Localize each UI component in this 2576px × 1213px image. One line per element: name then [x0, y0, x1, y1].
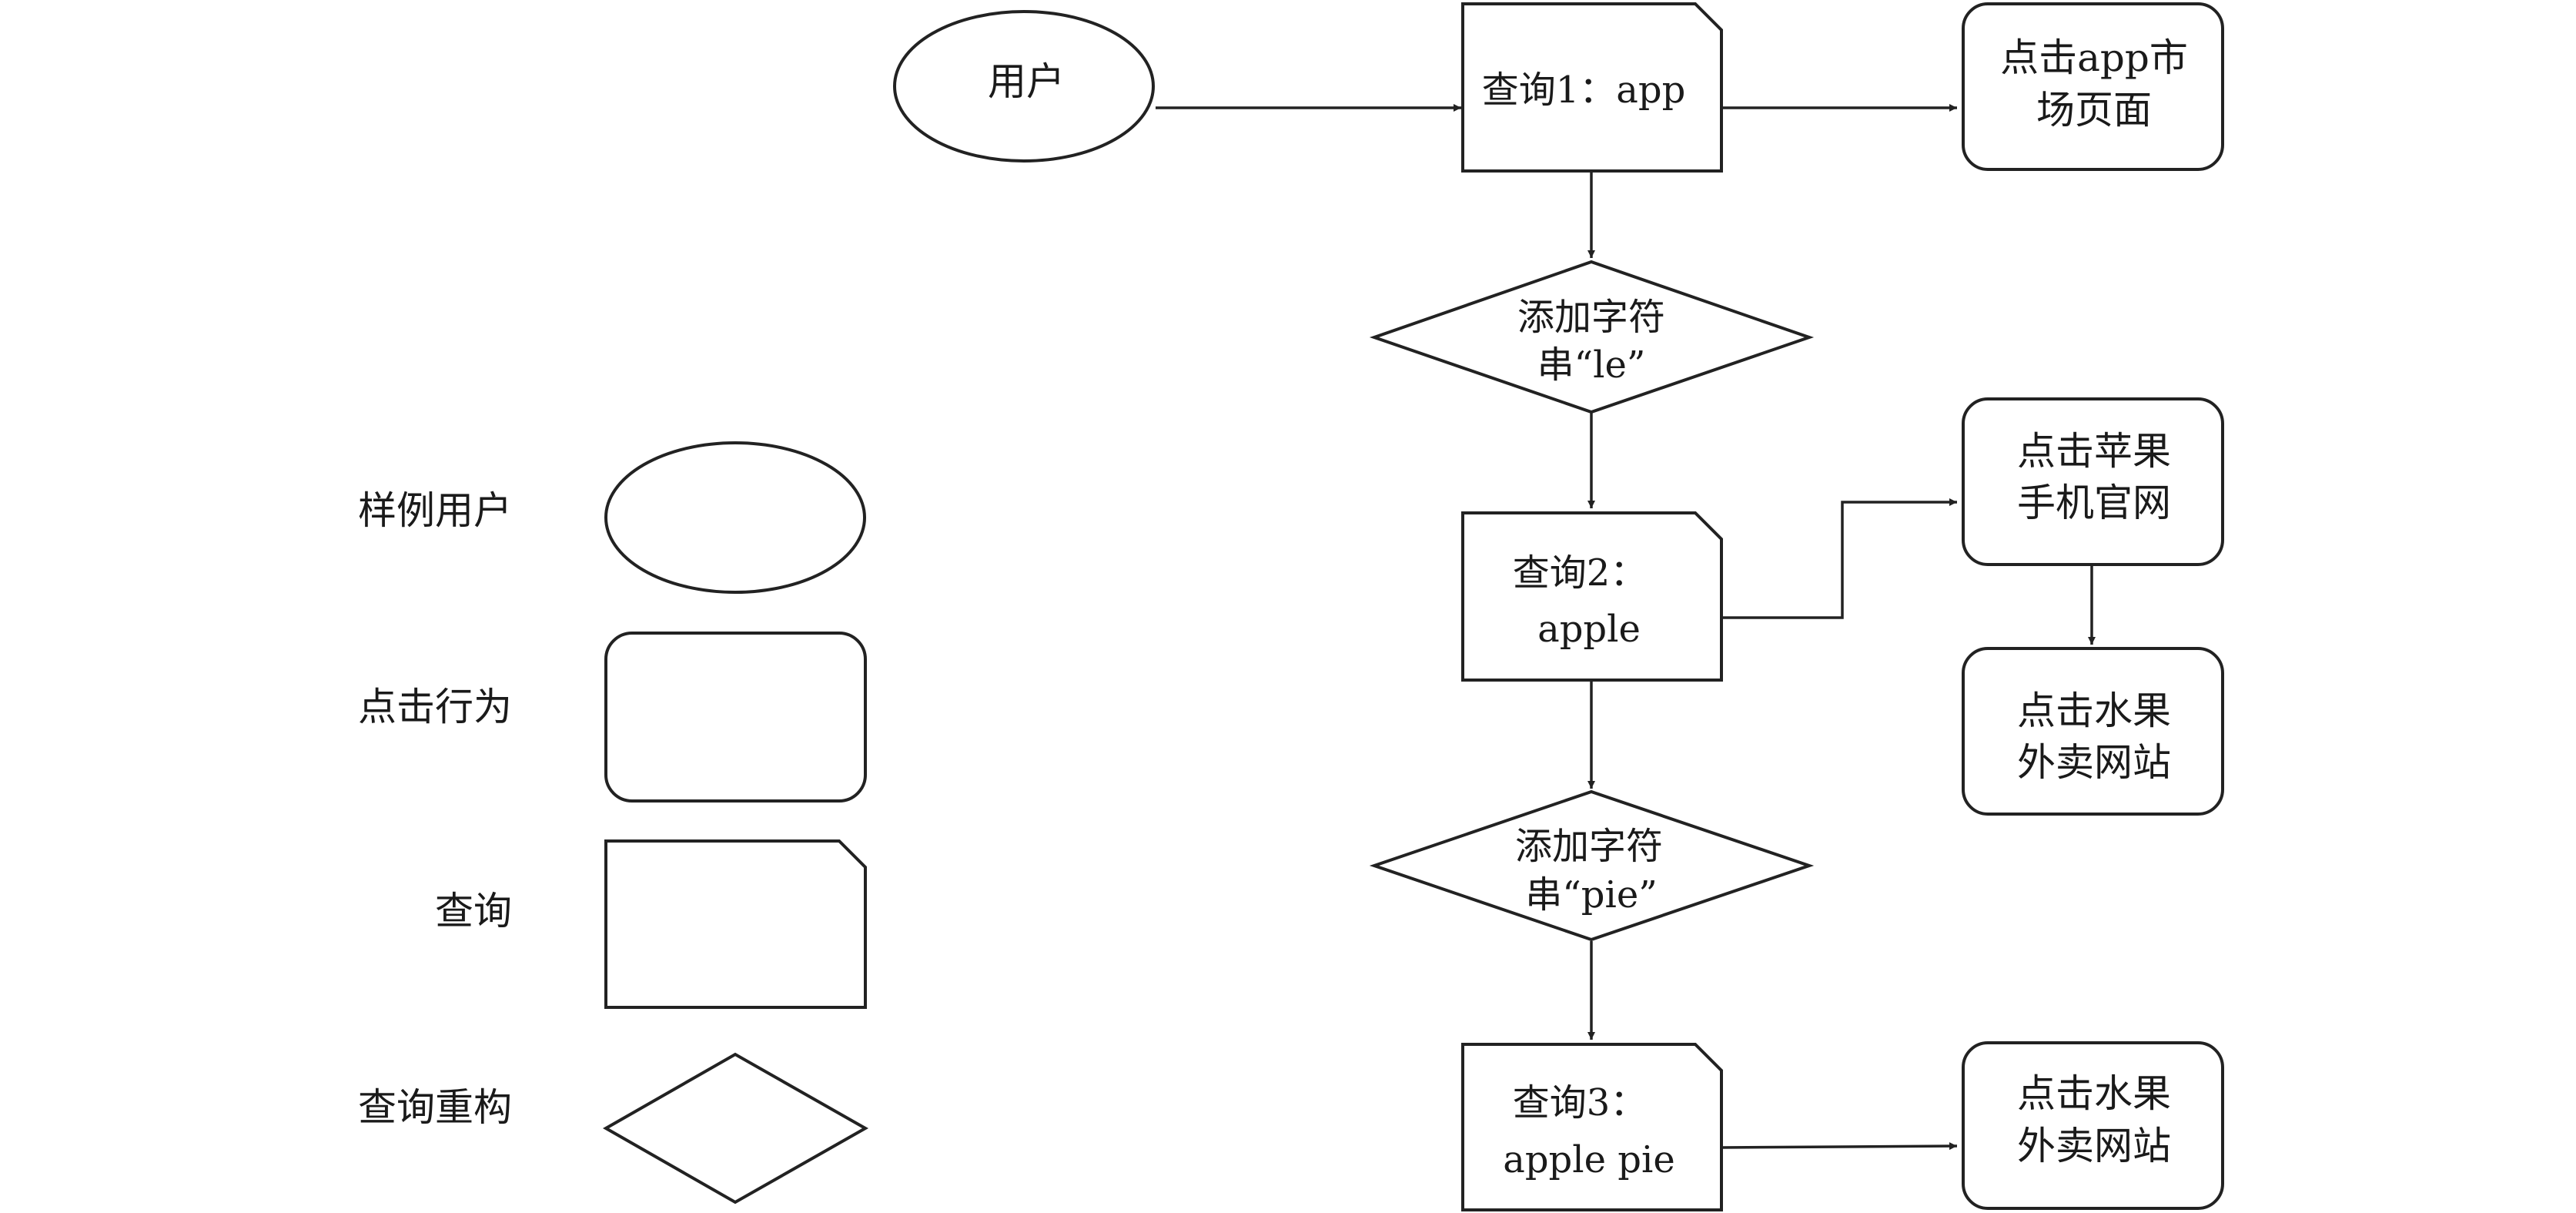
user-label: 用户 — [988, 59, 1065, 104]
query1-shape — [1461, 2, 1723, 173]
rewrite2-line1: 添加字符 — [1515, 825, 1663, 868]
click-apple-site-rect — [1962, 397, 2224, 566]
flow-edges — [1156, 104, 2096, 1151]
node-query1: 查询1：app — [1461, 2, 1723, 173]
query3-line2: apple pie — [1503, 1138, 1675, 1181]
node-click-fruit-site-1: 点击水果 外卖网站 — [1962, 647, 2224, 816]
query1-label: 查询1：app — [1482, 69, 1686, 112]
legend-rewrite-diamond — [602, 1052, 869, 1205]
legend-click-rounded-rect — [604, 632, 867, 803]
rewrite1-line2: 串“le” — [1537, 343, 1646, 387]
rewrite2-line2: 串“pie” — [1525, 873, 1658, 916]
edge-query3-to-click-fruit-site — [1721, 1142, 1958, 1151]
click-fruit-site-2-line2: 外卖网站 — [2017, 1124, 2171, 1168]
rewrite1-diamond — [1369, 260, 1815, 414]
query3-line1: 查询3： — [1513, 1081, 1648, 1124]
query2-line2: apple — [1537, 608, 1641, 651]
click-fruit-site-1-rect — [1962, 647, 2224, 816]
click-app-store-rect — [1962, 2, 2224, 171]
click-fruit-site-2-rect — [1962, 1041, 2224, 1210]
legend-user-label: 样例用户 — [358, 488, 512, 533]
node-rewrite1: 添加字符 串“le” — [1369, 260, 1815, 414]
rewrite2-diamond — [1369, 789, 1815, 942]
legend-rewrite-label: 查询重构 — [358, 1085, 512, 1130]
click-fruit-site-2-line1: 点击水果 — [2017, 1071, 2171, 1116]
query3-shape — [1461, 1043, 1723, 1211]
click-apple-site-line2: 手机官网 — [2017, 481, 2171, 525]
click-app-store-line1: 点击app市 — [2000, 35, 2188, 80]
rewrite1-line1: 添加字符 — [1517, 296, 1665, 339]
legend-query-label: 查询 — [435, 889, 512, 933]
node-query2: 查询2： apple — [1461, 511, 1723, 682]
node-rewrite2: 添加字符 串“pie” — [1369, 789, 1815, 942]
query2-shape — [1461, 511, 1723, 682]
click-fruit-site-1-line1: 点击水果 — [2017, 689, 2171, 733]
legend-user-ellipse — [604, 441, 866, 594]
edge-query2-to-click-apple-site — [1721, 498, 1957, 619]
click-app-store-line2: 场页面 — [2036, 88, 2152, 132]
legend: 样例用户 点击行为 查询 查询重构 — [358, 441, 869, 1205]
node-query3: 查询3： apple pie — [1461, 1043, 1723, 1211]
node-click-app-store: 点击app市 场页面 — [1962, 2, 2224, 171]
node-click-fruit-site-2: 点击水果 外卖网站 — [1962, 1041, 2224, 1210]
query2-line1: 查询2： — [1513, 551, 1648, 595]
node-click-apple-site: 点击苹果 手机官网 — [1962, 397, 2224, 566]
legend-click-label: 点击行为 — [358, 685, 512, 729]
click-fruit-site-1-line2: 外卖网站 — [2017, 740, 2171, 785]
node-user: 用户 — [893, 10, 1155, 163]
user-ellipse — [893, 10, 1155, 163]
legend-query-shape — [604, 839, 867, 1009]
click-apple-site-line1: 点击苹果 — [2017, 429, 2171, 474]
